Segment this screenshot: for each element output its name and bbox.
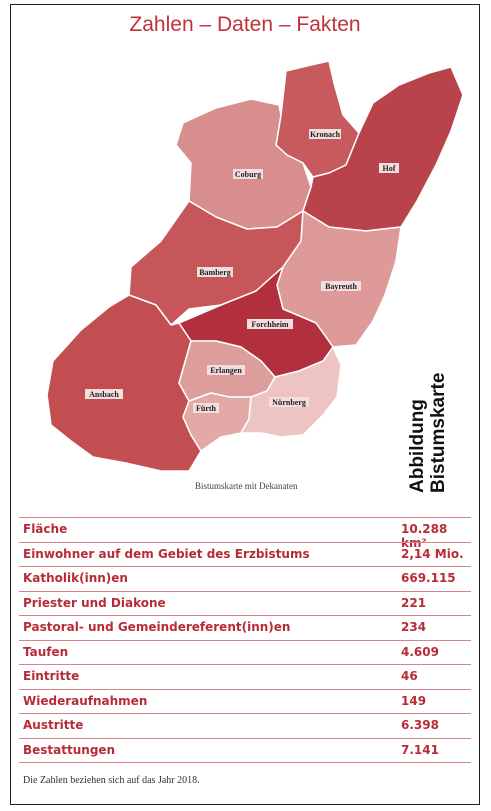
- footnote: Die Zahlen beziehen sich auf das Jahr 20…: [23, 775, 200, 786]
- label-bamberg: Bamberg: [197, 267, 233, 277]
- region-ansbach: [46, 294, 202, 472]
- label-forchheim: Forchheim: [247, 319, 293, 329]
- row-value: 7.141: [401, 742, 439, 757]
- table-row: Pastoral- und Gemeindereferent(inn)en 234: [19, 615, 471, 640]
- row-label: Eintritte: [23, 669, 80, 683]
- side-label-line-1: Abbildung: [407, 399, 428, 493]
- svg-text:Kronach: Kronach: [310, 130, 341, 139]
- facts-table: Fläche 10.288 km² Einwohner auf dem Gebie…: [19, 517, 471, 763]
- svg-text:Bamberg: Bamberg: [199, 268, 231, 277]
- row-label: Pastoral- und Gemeindereferent(inn)en: [23, 620, 291, 634]
- row-label: Katholik(inn)en: [23, 571, 128, 585]
- table-row: Einwohner auf dem Gebiet des Erzbistums 2…: [19, 541, 471, 567]
- table-row: Austritte 6.398: [19, 713, 471, 738]
- fact-sheet: Zahlen – Daten – Fakten Kronach: [10, 4, 480, 805]
- svg-text:Ansbach: Ansbach: [89, 390, 119, 399]
- table-row: Wiederaufnahmen 149: [19, 688, 471, 714]
- row-value: 2,14 Mio.: [401, 546, 464, 561]
- row-value: 669.115: [401, 571, 456, 585]
- row-label: Taufen: [23, 644, 69, 659]
- table-row: Fläche 10.288 km²: [19, 517, 471, 550]
- table-row: Katholik(inn)en 669.115: [19, 566, 471, 591]
- row-value: 234: [401, 620, 427, 634]
- svg-text:Forchheim: Forchheim: [251, 320, 289, 329]
- svg-text:Bayreuth: Bayreuth: [325, 282, 357, 291]
- table-row: Priester und Diakone 221: [19, 590, 471, 616]
- row-label: Fläche: [23, 522, 68, 536]
- page-title: Zahlen – Daten – Fakten: [129, 13, 361, 36]
- region-nuernberg: [240, 346, 342, 438]
- label-ansbach: Ansbach: [85, 389, 123, 399]
- figure-side-label: Abbildung Bistumskarte: [407, 343, 449, 493]
- map-caption: Bistumskarte mit Dekanaten: [195, 481, 298, 491]
- svg-text:Nürnberg: Nürnberg: [272, 398, 306, 407]
- side-label-line-2: Bistumskarte: [428, 372, 449, 493]
- row-value: 4.609: [401, 644, 439, 659]
- row-label: Einwohner auf dem Gebiet des Erzbistums: [23, 546, 310, 561]
- row-label: Bestattungen: [23, 742, 116, 757]
- row-label: Priester und Diakone: [23, 595, 166, 610]
- label-kronach: Kronach: [309, 129, 341, 139]
- map-labels: Kronach Coburg Hof Bamberg Bayreuth Forc…: [85, 129, 399, 413]
- row-value: 6.398: [401, 718, 439, 732]
- label-erlangen: Erlangen: [207, 365, 245, 375]
- label-coburg: Coburg: [233, 169, 263, 179]
- table-row: Taufen 4.609: [19, 639, 471, 665]
- svg-text:Coburg: Coburg: [235, 170, 261, 179]
- diocese-map: Kronach Coburg Hof Bamberg Bayreuth Forc…: [46, 60, 464, 472]
- row-value: 46: [401, 669, 418, 683]
- row-label: Austritte: [23, 718, 84, 732]
- label-hof: Hof: [379, 163, 399, 173]
- label-nuernberg: Nürnberg: [269, 397, 309, 407]
- svg-text:Erlangen: Erlangen: [210, 366, 242, 375]
- label-fuerth: Fürth: [193, 403, 219, 413]
- svg-text:Fürth: Fürth: [196, 404, 217, 413]
- label-bayreuth: Bayreuth: [321, 281, 361, 291]
- table-row: Bestattungen 7.141: [19, 737, 471, 763]
- row-value: 10.288 km²: [401, 522, 448, 550]
- region-hof: [302, 66, 464, 232]
- svg-text:Hof: Hof: [383, 164, 396, 173]
- row-label: Wiederaufnahmen: [23, 693, 148, 708]
- row-value: 221: [401, 595, 427, 610]
- table-row: Eintritte 46: [19, 664, 471, 689]
- row-value: 149: [401, 693, 427, 708]
